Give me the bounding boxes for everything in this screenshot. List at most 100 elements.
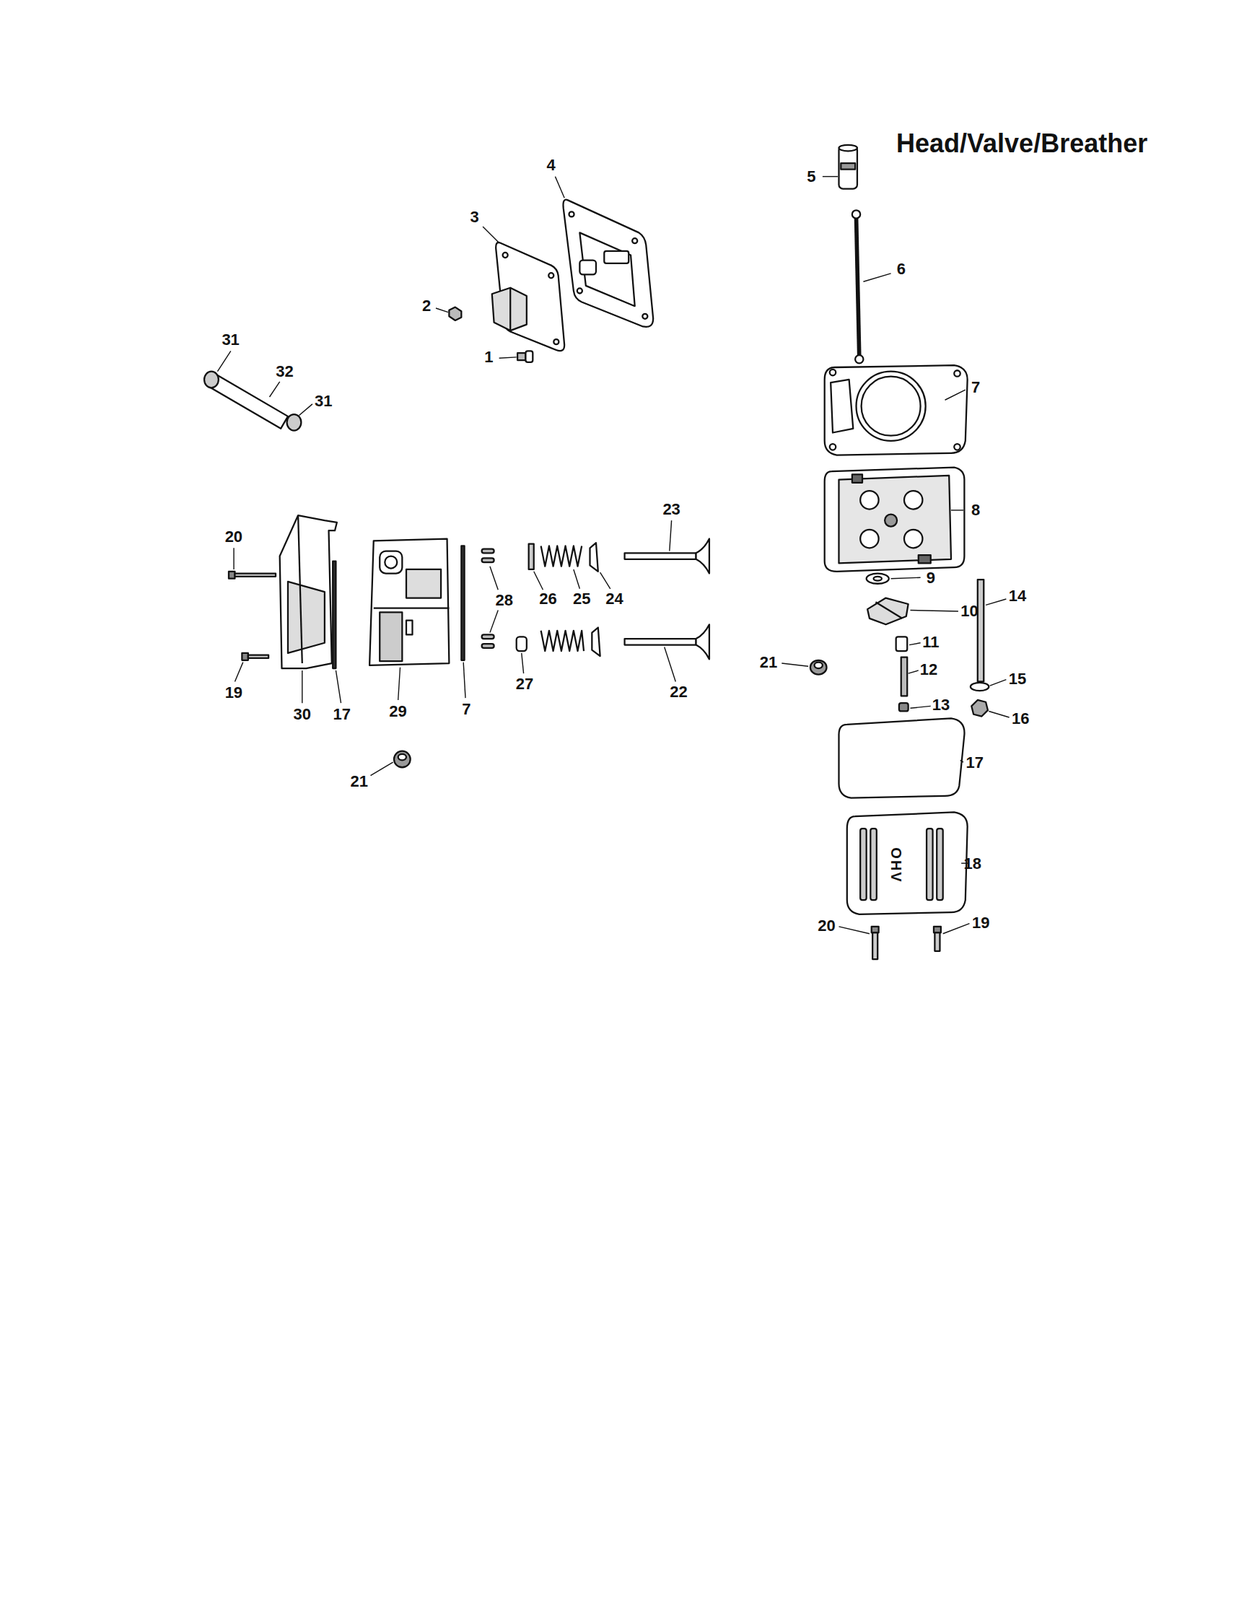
washer bbox=[866, 573, 890, 584]
cylinder-head bbox=[904, 490, 923, 509]
leader-line bbox=[398, 667, 401, 700]
leader-line bbox=[521, 653, 524, 674]
leader-line bbox=[269, 381, 280, 397]
callout-number: 19 bbox=[972, 914, 990, 931]
valve bbox=[624, 638, 697, 645]
valve-keeper bbox=[482, 643, 495, 649]
bolt bbox=[228, 571, 276, 661]
cylinder-head bbox=[884, 514, 897, 527]
leader-line bbox=[301, 670, 303, 703]
callout-number: 20 bbox=[225, 528, 243, 545]
leader-line bbox=[489, 566, 498, 591]
leader-line bbox=[299, 404, 313, 416]
leader-line bbox=[554, 176, 565, 199]
push-rod bbox=[852, 209, 864, 363]
breather-gasket bbox=[569, 211, 575, 217]
bolt bbox=[241, 653, 248, 661]
leader-line bbox=[435, 308, 449, 313]
cylinder-head-side bbox=[379, 611, 402, 661]
cover-gasket bbox=[838, 717, 965, 798]
callout-number: 24 bbox=[605, 590, 623, 607]
breather-gasket bbox=[579, 260, 597, 275]
valve-keeper bbox=[482, 549, 495, 649]
leader-line bbox=[985, 598, 1006, 605]
cylinder-head bbox=[824, 467, 965, 572]
leader-line bbox=[838, 926, 869, 934]
callout-number: 28 bbox=[495, 592, 513, 609]
valve-keeper bbox=[482, 634, 495, 639]
diagram-title: Head/Valve/Breather bbox=[896, 130, 1148, 157]
nut bbox=[971, 699, 988, 717]
breather-cover bbox=[492, 242, 565, 351]
leader-line bbox=[499, 357, 517, 358]
push-rod bbox=[852, 209, 861, 218]
leader-line bbox=[335, 670, 341, 703]
cylinder-head-side bbox=[369, 539, 449, 666]
head-gasket bbox=[824, 365, 968, 455]
tube bbox=[838, 145, 857, 151]
cylinder-head bbox=[860, 529, 879, 548]
head-gasket bbox=[829, 369, 836, 376]
cylinder-head bbox=[860, 490, 879, 509]
valve bbox=[624, 539, 710, 660]
bolt bbox=[934, 932, 940, 951]
valve-cover bbox=[860, 828, 866, 900]
head-gasket bbox=[824, 365, 968, 455]
callout-number: 19 bbox=[225, 684, 243, 701]
callout-number: 18 bbox=[964, 855, 982, 872]
leader-line bbox=[909, 642, 921, 646]
cylinder-head bbox=[824, 467, 965, 572]
washer bbox=[866, 573, 890, 584]
callout-number: 16 bbox=[1011, 710, 1030, 727]
callout-number: 27 bbox=[515, 676, 534, 693]
leader-line bbox=[664, 646, 677, 682]
callout-number: 11 bbox=[922, 634, 939, 651]
leader-line bbox=[909, 705, 931, 708]
cylinder-head-side bbox=[379, 551, 402, 574]
valve-cover bbox=[926, 828, 933, 900]
plug bbox=[393, 751, 411, 768]
leader-line bbox=[988, 710, 1009, 717]
leader-line bbox=[463, 662, 466, 698]
valve-cover-side bbox=[287, 581, 325, 654]
callout-number: 17 bbox=[333, 706, 351, 723]
leader-line bbox=[891, 577, 921, 579]
head-gasket bbox=[953, 370, 960, 376]
callout-number: 30 bbox=[292, 706, 311, 723]
gasket-edge bbox=[332, 561, 336, 669]
spring-retainer bbox=[589, 542, 598, 572]
screw bbox=[517, 350, 533, 363]
valve-seal bbox=[528, 544, 534, 570]
bolt bbox=[933, 926, 941, 933]
valve-cover-side bbox=[279, 515, 337, 669]
part-marking: OHV bbox=[889, 847, 904, 884]
breather-gasket bbox=[562, 199, 654, 327]
leader-line bbox=[489, 610, 498, 633]
breather-cover bbox=[509, 287, 511, 331]
head-gasket bbox=[829, 443, 836, 450]
callout-number: 17 bbox=[965, 754, 983, 771]
callout-number: 7 bbox=[461, 701, 471, 718]
leader-line bbox=[960, 759, 964, 763]
rocker-arm bbox=[867, 598, 909, 625]
valve-cover bbox=[936, 828, 943, 900]
spring-retainer bbox=[589, 542, 600, 656]
washer bbox=[873, 576, 882, 581]
hose-clamp bbox=[204, 371, 219, 389]
tube bbox=[838, 145, 857, 190]
callout-number: 31 bbox=[221, 331, 239, 348]
breather-gasket bbox=[579, 232, 635, 306]
rocker-stud bbox=[901, 657, 908, 697]
cylinder-head-side bbox=[384, 556, 397, 569]
hose bbox=[207, 373, 288, 428]
leader-line bbox=[533, 571, 544, 590]
breather-cover bbox=[492, 287, 527, 331]
screw bbox=[525, 350, 533, 363]
callout-number: 14 bbox=[1008, 588, 1027, 604]
jam-nut bbox=[899, 702, 909, 711]
valve-cover bbox=[870, 828, 877, 900]
valve-spring bbox=[541, 630, 584, 651]
cylinder-head bbox=[838, 475, 952, 564]
bolt bbox=[933, 926, 941, 952]
